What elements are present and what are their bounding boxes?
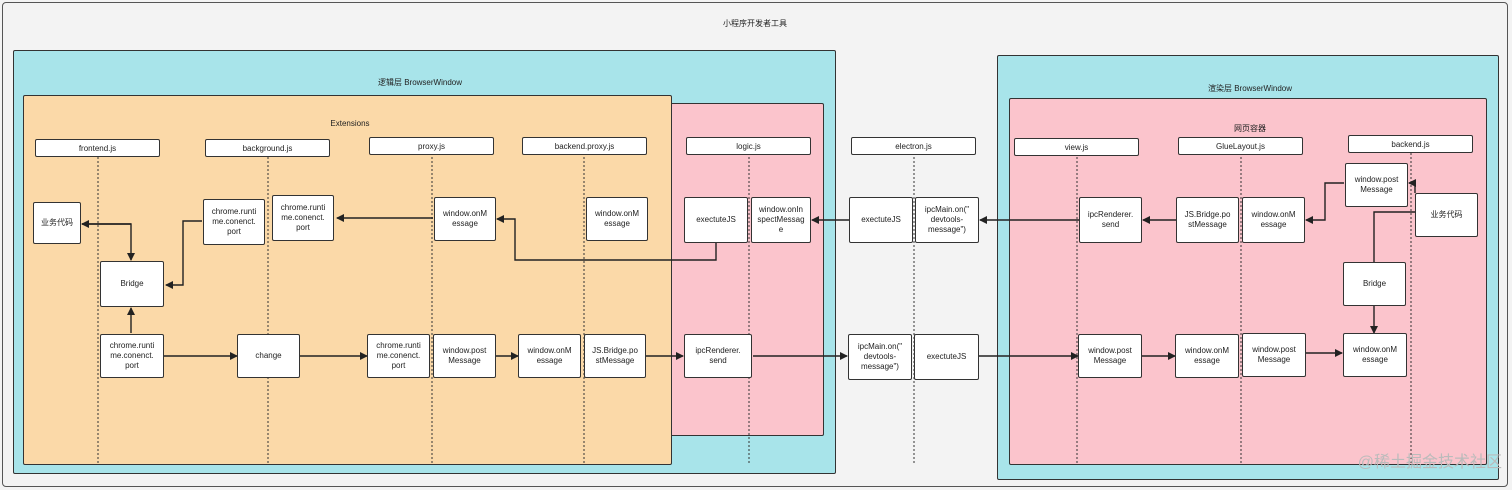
view-postmessage-box: window.post Message xyxy=(1078,334,1142,378)
proxy-postmessage-box: window.post Message xyxy=(433,334,496,378)
header-gluelayout-js: GlueLayout.js xyxy=(1178,137,1303,155)
backend-proxy-onmessage2-box: window.onM essage xyxy=(518,334,581,378)
glue-postmessage-box: window.post Message xyxy=(1242,333,1306,377)
header-electron-js: electron.js xyxy=(851,137,976,155)
backend-proxy-jsbridge-box: JS.Bridge.po stMessage xyxy=(584,334,646,378)
webview-title: 网页容器 xyxy=(1234,124,1266,133)
header-backend-js: backend.js xyxy=(1348,135,1473,153)
render-window-title: 渲染层 BrowserWindow xyxy=(1207,84,1292,93)
biz-code-right-box: 业务代码 xyxy=(1415,193,1478,237)
header-frontend-js: frontend.js xyxy=(35,139,160,157)
header-backend-proxy-js: backend.proxy.js xyxy=(522,137,647,155)
glue-jsbridge-postmessage-box: JS.Bridge.po stMessage xyxy=(1176,197,1239,243)
logic-ipcrenderer-send-box: ipcRenderer. send xyxy=(684,334,752,378)
bg-port-box: chrome.runti me.conenct. port xyxy=(203,199,265,245)
bridge-right-box: Bridge xyxy=(1343,262,1406,306)
biz-code-left-box: 业务代码 xyxy=(33,202,81,244)
logic-executejs-box: exectuteJS xyxy=(684,197,748,243)
electron-ipcmain2-box: ipcMain.on(" devtools- message") xyxy=(848,334,912,380)
view-ipcrenderer-send-box: ipcRenderer. send xyxy=(1079,197,1142,243)
proxy-port-box: chrome.runti me.conenct. port xyxy=(367,334,430,378)
header-logic-js: logic.js xyxy=(686,137,811,155)
backend-onmessage-box: window.onM essage xyxy=(1343,333,1407,377)
app-title: 小程序开发者工具 xyxy=(723,19,787,28)
electron-ipcmain-box: ipcMain.on(" devtools- message") xyxy=(915,197,979,243)
bg-port2-box: chrome.runti me.conenct. port xyxy=(272,195,334,241)
watermark: @稀土掘金技术社区 xyxy=(1357,454,1502,471)
backend-postmessage-box: window.post Message xyxy=(1345,163,1408,207)
electron-executejs-box: exectuteJS xyxy=(849,197,913,243)
header-background-js: background.js xyxy=(205,139,330,157)
bridge-left-box: Bridge xyxy=(100,261,164,307)
webview-container xyxy=(1009,98,1487,465)
change-box: change xyxy=(237,334,300,378)
glue-onmessage-box: window.onM essage xyxy=(1242,197,1305,243)
backend-proxy-onmessage-box: window.onM essage xyxy=(586,197,648,241)
logic-oninspectmessage-box: window.onIn spectMessag e xyxy=(751,197,811,243)
proxy-onmessage-box: window.onM essage xyxy=(434,197,496,241)
frontend-port-box: chrome.runti me.conenct. port xyxy=(100,334,164,378)
header-view-js: view.js xyxy=(1014,138,1139,156)
logic-window-title: 逻辑层 BrowserWindow xyxy=(377,78,462,87)
extensions-title: Extensions xyxy=(330,119,370,128)
header-proxy-js: proxy.js xyxy=(369,137,494,155)
glue-onmessage2-box: window.onM essage xyxy=(1175,334,1239,378)
electron-executejs2-box: exectuteJS xyxy=(914,334,979,380)
